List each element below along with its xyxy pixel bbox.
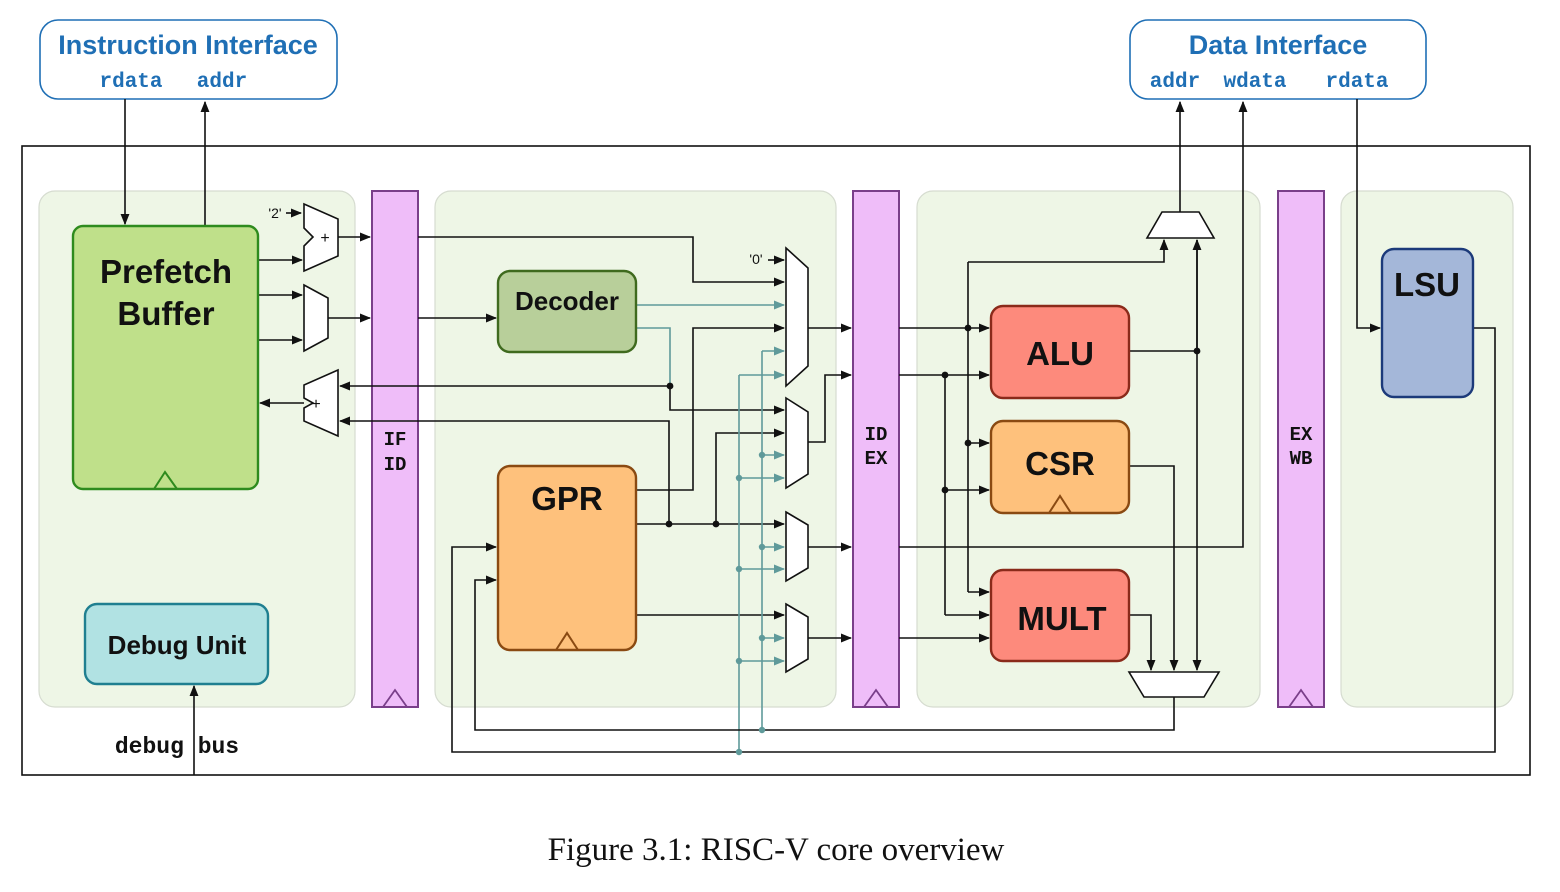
data-wdata-port: wdata: [1223, 71, 1286, 94]
debug-unit-block: Debug Unit: [83, 602, 270, 686]
ex-wb-label-bottom: WB: [1290, 448, 1313, 470]
operand-c-mux: [785, 510, 809, 583]
decoder-block: Decoder: [496, 269, 638, 354]
mult-block: MULT: [989, 568, 1131, 663]
prefetch-mux: [303, 283, 329, 353]
prefetch-label-line1: Prefetch: [100, 253, 232, 290]
data-address-mux: [1145, 211, 1216, 239]
data-interface-title: Data Interface: [1189, 30, 1368, 60]
prefetch-buffer-block: Prefetch Buffer: [71, 224, 260, 491]
const-zero-label: '0': [749, 251, 762, 267]
csr-label: CSR: [1025, 445, 1095, 482]
instruction-interface-title: Instruction Interface: [58, 30, 318, 60]
jump-target-adder: +: [303, 368, 339, 438]
result-mux: [1127, 671, 1221, 698]
instruction-addr-port: addr: [197, 71, 247, 94]
if-id-label-bottom: ID: [384, 454, 407, 476]
instruction-rdata-port: rdata: [99, 71, 162, 94]
operand-d-mux: [785, 602, 809, 674]
ex-wb-register: EX WB: [1277, 190, 1325, 708]
lsu-label: LSU: [1394, 266, 1460, 303]
wires: [120, 99, 1496, 775]
id-ex-register: ID EX: [852, 190, 900, 708]
adder-plus-symbol: +: [320, 230, 329, 247]
debug-bus-label: debug bus: [115, 734, 239, 760]
const-two-label: '2': [268, 205, 281, 221]
data-addr-port: addr: [1150, 71, 1200, 94]
wire-junctions: [665, 324, 1201, 756]
data-rdata-port: rdata: [1325, 71, 1388, 94]
id-ex-label-bottom: EX: [865, 448, 888, 470]
data-interface: Data Interface addr wdata rdata: [1129, 19, 1427, 100]
figure-caption: Figure 3.1: RISC-V core overview: [548, 832, 1005, 868]
mult-label: MULT: [1017, 600, 1106, 637]
pc-increment-adder: +: [303, 202, 339, 273]
if-id-label-top: IF: [384, 429, 407, 451]
prefetch-label-line2: Buffer: [117, 295, 214, 332]
lsu-block: LSU: [1380, 247, 1475, 399]
operand-b-mux: [785, 396, 809, 490]
instruction-interface: Instruction Interface rdata addr: [39, 19, 338, 100]
alu-label: ALU: [1026, 335, 1094, 372]
decoder-label: Decoder: [515, 286, 619, 316]
ex-wb-label-top: EX: [1290, 424, 1313, 446]
alu-block: ALU: [989, 304, 1131, 400]
gpr-label: GPR: [531, 480, 603, 517]
if-id-register: IF ID: [371, 190, 419, 708]
debug-unit-label: Debug Unit: [108, 630, 247, 660]
operand-a-mux: [785, 246, 809, 388]
jump-adder-plus-symbol: +: [311, 396, 320, 413]
csr-block: CSR: [989, 419, 1131, 515]
id-ex-label-top: ID: [865, 424, 888, 446]
gpr-block: GPR: [496, 464, 638, 652]
